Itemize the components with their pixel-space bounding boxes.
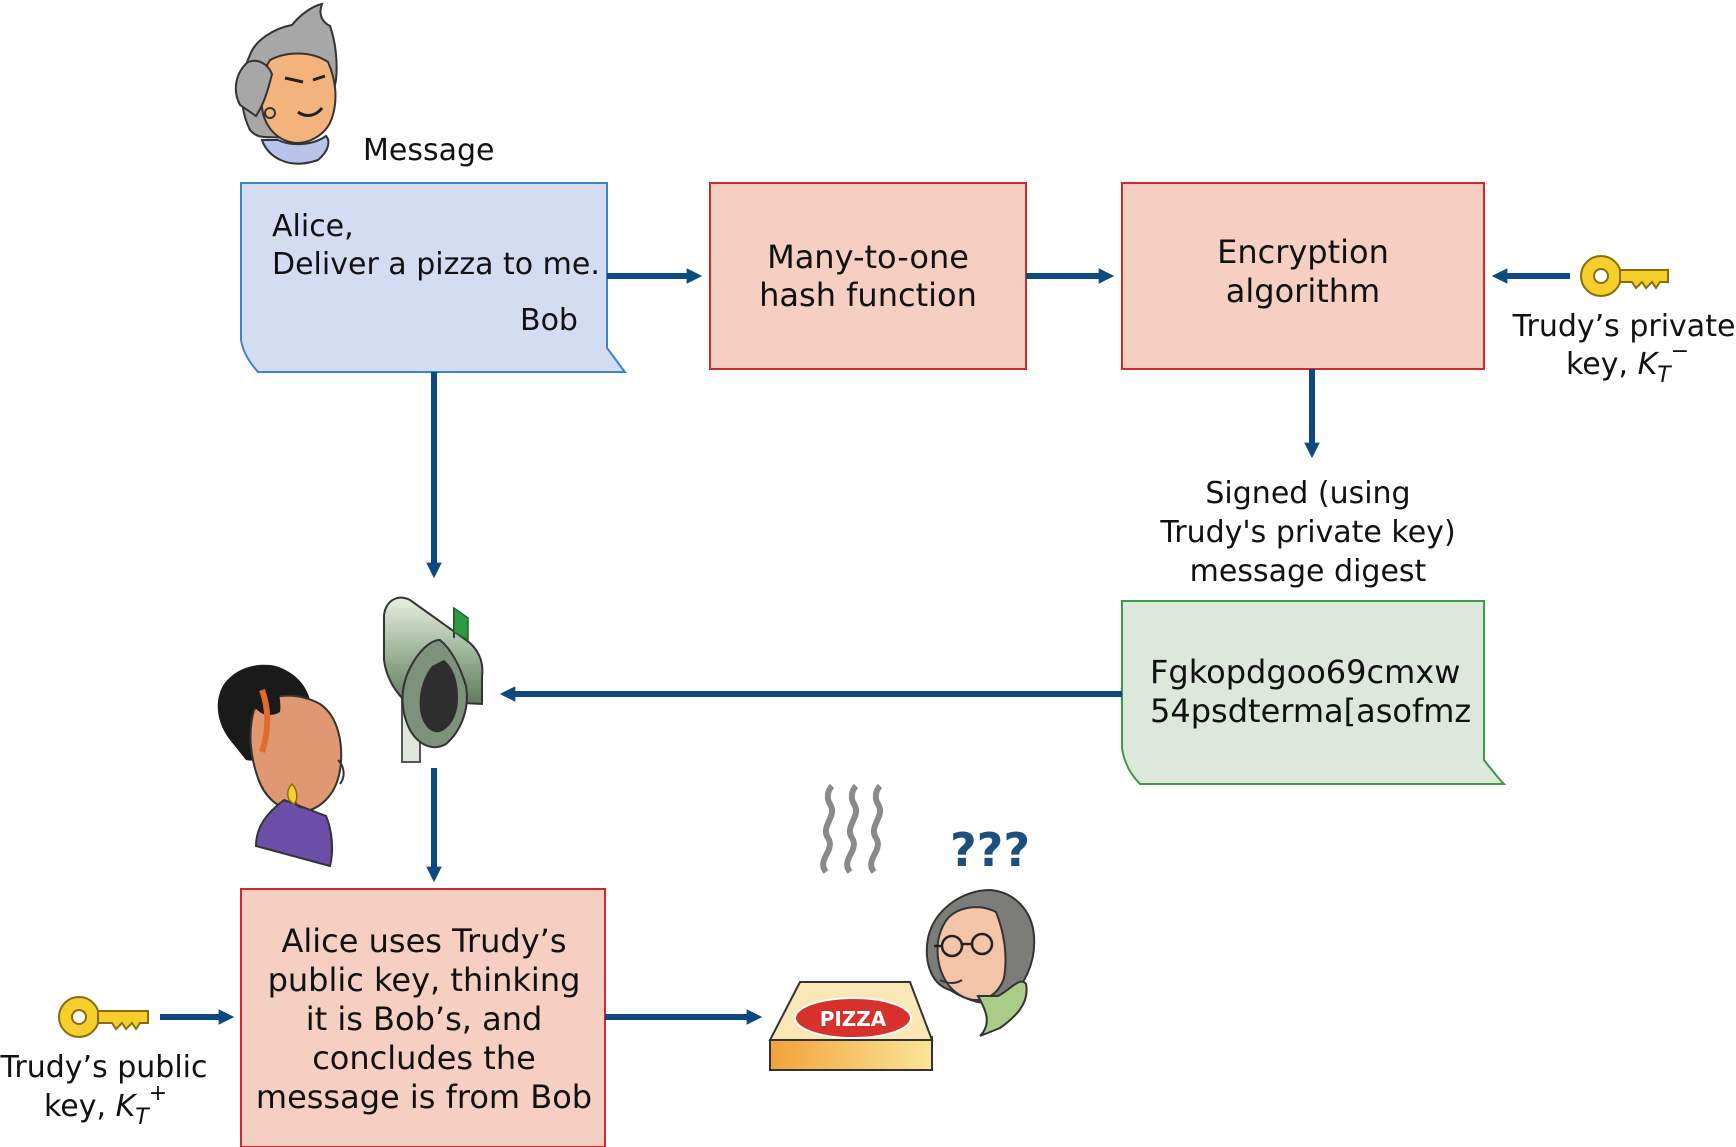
hash-line-1: Many-to-one [767, 238, 969, 276]
alice-box-line-1: Alice uses Trudy’s [282, 922, 567, 960]
private-key-label-line-2: key, KT− [1566, 339, 1689, 388]
signed-label-line-1: Signed (using [1205, 476, 1410, 511]
public-key-label-line-2: key, KT+ [44, 1081, 167, 1130]
alice-box-line-4: concludes the [312, 1039, 536, 1077]
digest-line-2: 54psdterma[asofmz [1150, 692, 1471, 730]
confused-label: ??? [950, 823, 1030, 877]
message-signature: Bob [520, 303, 578, 338]
alice-decision-box: Alice uses Trudy’s public key, thinking … [240, 888, 606, 1147]
message-document: Alice, Deliver a pizza to me. Bob [240, 182, 628, 373]
mailbox-icon [383, 596, 484, 763]
signed-label-line-2: Trudy's private key) [1159, 515, 1455, 550]
pizza-label: PIZZA [820, 1007, 887, 1031]
message-label: Message [363, 133, 494, 168]
alice-box-line-5: message is from Bob [256, 1078, 592, 1116]
digest-document: Fgkopdgoo69cmxw 54psdterma[asofmz [1121, 600, 1507, 785]
trudy-figure-icon [234, 2, 338, 165]
private-key-icon [1580, 255, 1669, 297]
message-line-1: Alice, [272, 209, 354, 244]
private-key-label-line-1: Trudy’s private [1512, 309, 1736, 344]
public-key-label-line-1: Trudy’s public [0, 1050, 208, 1085]
hash-line-2: hash function [759, 276, 977, 314]
hash-function-box: Many-to-one hash function [709, 182, 1027, 370]
encryption-algorithm-box: Encryption algorithm [1121, 182, 1485, 370]
alice-box-line-3: it is Bob’s, and [306, 1000, 543, 1038]
encrypt-line-2: algorithm [1226, 272, 1380, 310]
bob-figure-icon [925, 888, 1036, 1037]
encrypt-line-1: Encryption [1217, 233, 1389, 271]
alice-box-line-2: public key, thinking [268, 961, 581, 999]
flow-arrows [160, 268, 1570, 1025]
digest-line-1: Fgkopdgoo69cmxw [1150, 653, 1460, 691]
public-key-icon [58, 996, 149, 1038]
pizza-box-icon: PIZZA [768, 783, 934, 1071]
signed-label-line-3: message digest [1190, 554, 1427, 589]
message-line-2: Deliver a pizza to me. [272, 247, 600, 282]
alice-figure-icon [217, 664, 345, 868]
